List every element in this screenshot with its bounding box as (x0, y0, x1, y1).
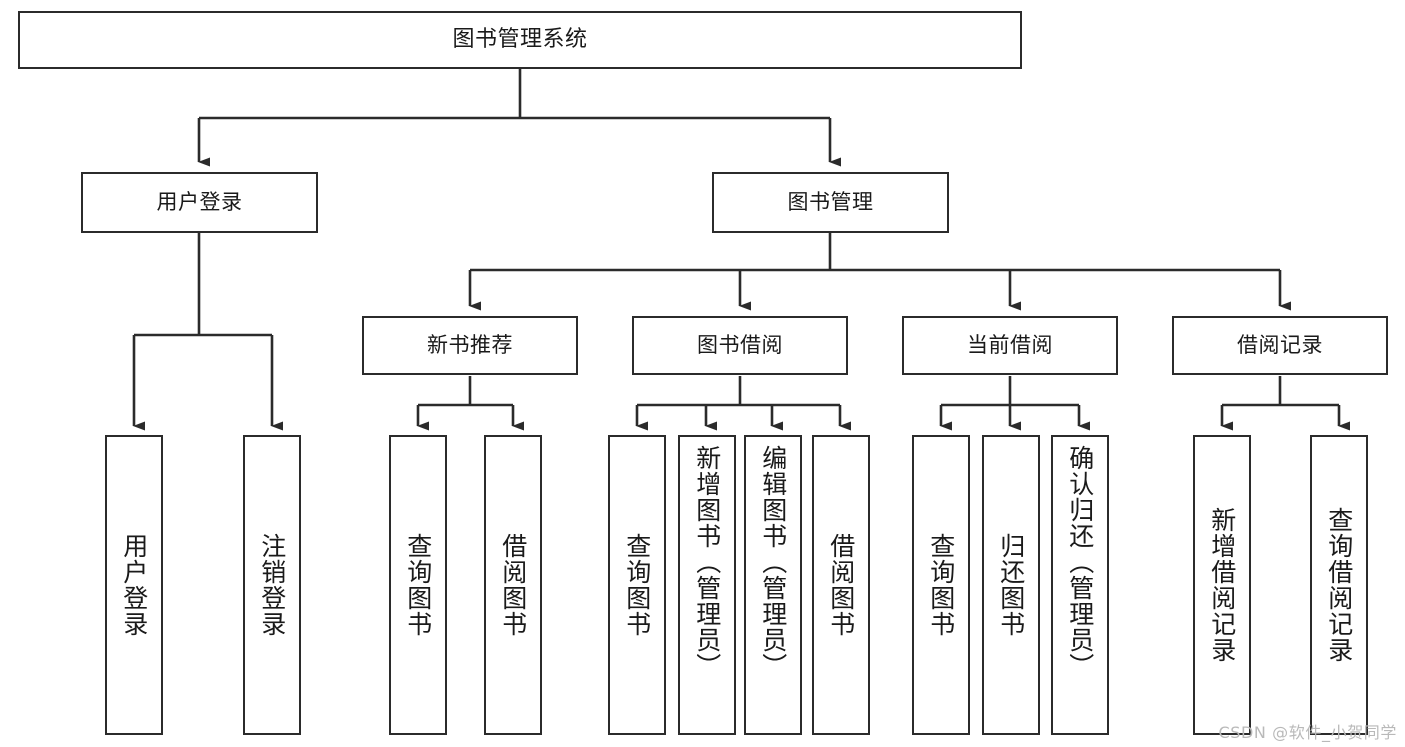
node-leaf-edit-book[interactable]: 编辑图书（管理员） (744, 435, 802, 735)
node-label: 图书管理 (787, 190, 874, 215)
node-leaf-query-record[interactable]: 查询借阅记录 (1310, 435, 1368, 735)
node-label: 借阅图书 (498, 533, 528, 637)
node-label: 查询图书 (403, 533, 433, 637)
node-leaf-query-book-2[interactable]: 查询图书 (608, 435, 666, 735)
node-leaf-user-logout[interactable]: 注销登录 (243, 435, 301, 735)
node-book-borrow[interactable]: 图书借阅 (632, 316, 848, 375)
node-leaf-add-book[interactable]: 新增图书（管理员） (678, 435, 736, 735)
node-root-system[interactable]: 图书管理系统 (18, 11, 1022, 69)
node-label: 确认归还（管理员） (1065, 445, 1095, 679)
node-label: 查询借阅记录 (1324, 507, 1354, 663)
node-label: 借阅图书 (826, 533, 856, 637)
node-label: 注销登录 (257, 533, 287, 637)
node-label: 编辑图书（管理员） (758, 445, 788, 679)
node-label: 新书推荐 (427, 333, 513, 358)
node-label: 借阅记录 (1237, 333, 1323, 358)
node-label: 新增图书（管理员） (692, 445, 722, 679)
node-borrow-record[interactable]: 借阅记录 (1172, 316, 1388, 375)
node-current-borrow[interactable]: 当前借阅 (902, 316, 1118, 375)
node-label: 新增借阅记录 (1207, 507, 1237, 663)
node-user-login[interactable]: 用户登录 (81, 172, 318, 233)
node-leaf-borrow-book-2[interactable]: 借阅图书 (812, 435, 870, 735)
node-label: 归还图书 (996, 533, 1026, 637)
node-label: 用户登录 (119, 533, 149, 637)
node-leaf-query-book-3[interactable]: 查询图书 (912, 435, 970, 735)
node-leaf-add-record[interactable]: 新增借阅记录 (1193, 435, 1251, 735)
node-leaf-confirm-return[interactable]: 确认归还（管理员） (1051, 435, 1109, 735)
node-label: 当前借阅 (967, 333, 1053, 358)
node-leaf-borrow-book-1[interactable]: 借阅图书 (484, 435, 542, 735)
node-label: 查询图书 (622, 533, 652, 637)
node-label: 图书管理系统 (452, 27, 588, 53)
node-new-book-recommend[interactable]: 新书推荐 (362, 316, 578, 375)
node-leaf-user-login[interactable]: 用户登录 (105, 435, 163, 735)
node-leaf-query-book-1[interactable]: 查询图书 (389, 435, 447, 735)
node-book-manage[interactable]: 图书管理 (712, 172, 949, 233)
node-label: 图书借阅 (697, 333, 783, 358)
node-label: 用户登录 (156, 190, 243, 215)
node-label: 查询图书 (926, 533, 956, 637)
node-leaf-return-book[interactable]: 归还图书 (982, 435, 1040, 735)
